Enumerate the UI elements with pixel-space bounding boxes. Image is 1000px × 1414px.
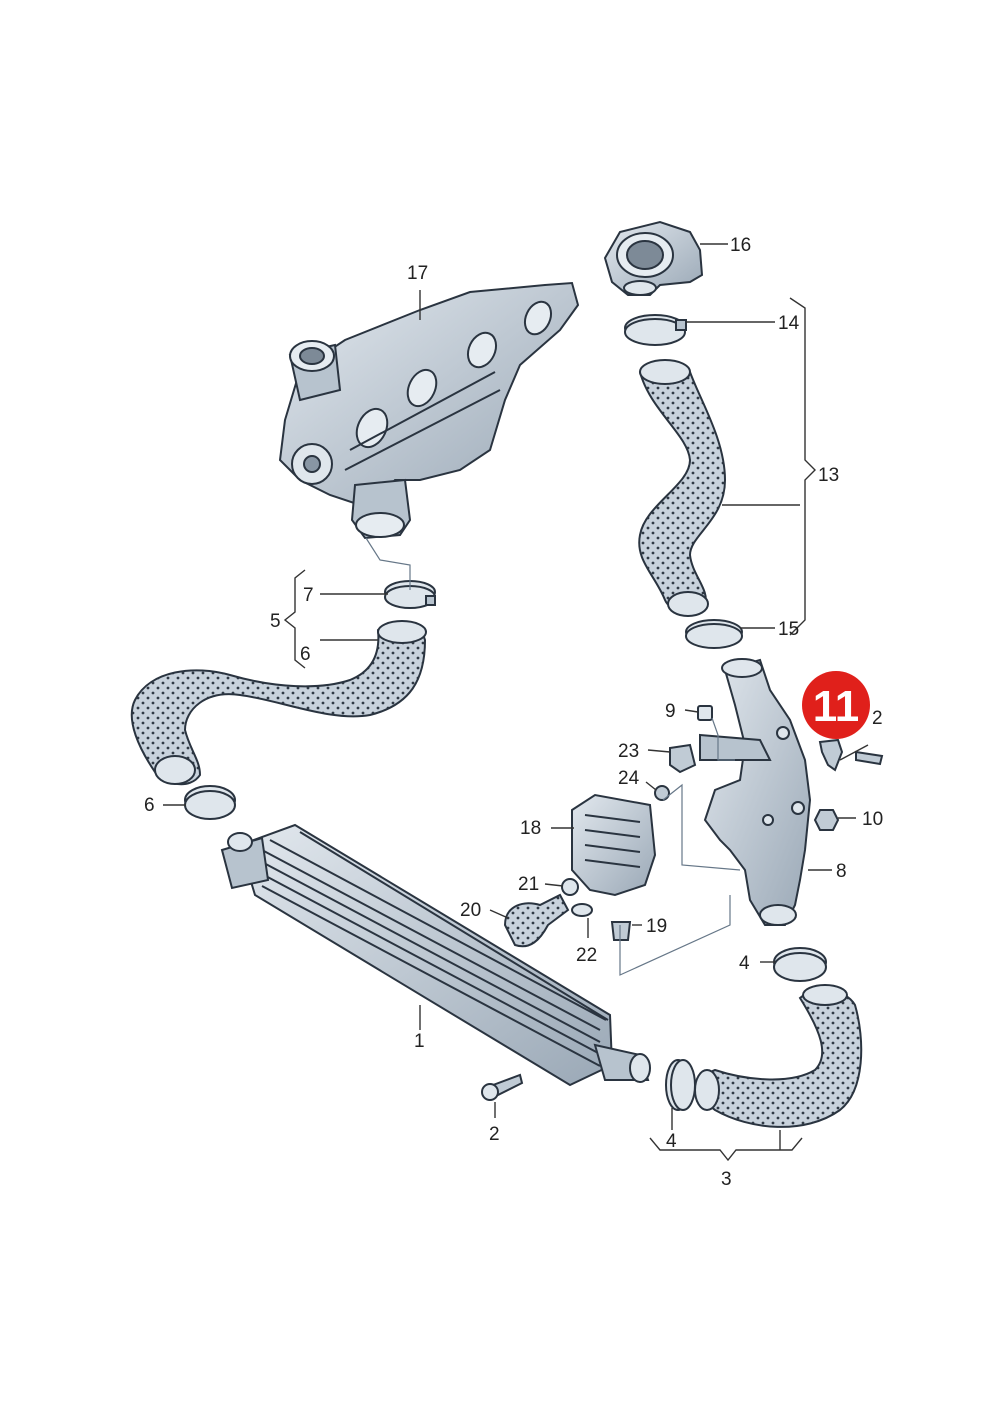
charge-hose-part-5: [130, 620, 427, 786]
throttle-body-part-16: [603, 220, 704, 296]
callout-4-lower: 4: [666, 1131, 677, 1152]
assembly-lines: [365, 537, 741, 976]
callout-16: 16: [730, 235, 751, 256]
callout-23: 23: [618, 741, 639, 762]
upper-charge-hose-part-13: [638, 359, 727, 617]
callout-18: 18: [520, 818, 541, 839]
highlight-badge-circle: [802, 671, 870, 739]
callout-7: 7: [303, 585, 314, 606]
screw-part-2-upper: [855, 750, 884, 766]
leader-lines: [163, 243, 869, 1162]
highlight-badge: 11: [802, 671, 870, 739]
hose-clamp-part-4-lower: [665, 1059, 696, 1111]
hose-part-20: [503, 893, 570, 948]
callout-10: 10: [862, 809, 883, 830]
callout-1: 1: [414, 1031, 425, 1052]
callout-17: 17: [407, 263, 428, 284]
callout-6-lower: 6: [144, 795, 155, 816]
hose-clamp-part-4-upper: [773, 947, 827, 982]
callout-5: 5: [270, 611, 281, 632]
callout-labels: 17 16 14 13 15 7 5 6 6 9 2 23 24 10 18 8…: [144, 235, 883, 1190]
hose-clamp-part-6: [184, 785, 236, 820]
clamp-part-22: [571, 903, 593, 917]
callout-19: 19: [646, 916, 667, 937]
bolt-part-9: [697, 705, 713, 721]
callout-8: 8: [836, 861, 847, 882]
callout-6-upper: 6: [300, 644, 311, 665]
bracket-part-23: [669, 743, 697, 774]
callout-2-upper: 2: [872, 708, 883, 729]
highlight-badge-number: 11: [813, 682, 860, 731]
nut-part-10: [813, 809, 840, 831]
callout-21: 21: [518, 874, 539, 895]
intake-manifold-part-17: [278, 281, 580, 540]
callout-2-lower: 2: [489, 1124, 500, 1145]
sensor-bracket-part-11: [818, 738, 844, 772]
resonator-part-18: [571, 793, 657, 897]
hose-clamp-part-15: [685, 619, 743, 649]
hose-clamp-part-7: [384, 580, 436, 609]
charge-pipe-part-8: [699, 658, 812, 926]
callout-3: 3: [721, 1169, 732, 1190]
hose-clamp-part-14: [624, 314, 687, 346]
callout-15: 15: [778, 619, 799, 640]
callout-4-upper: 4: [739, 953, 750, 974]
callout-24: 24: [618, 768, 640, 789]
plug-part-19: [610, 921, 632, 941]
callout-13: 13: [818, 465, 839, 486]
clamp-part-21: [561, 878, 579, 896]
callout-14: 14: [778, 313, 800, 334]
callout-20: 20: [460, 900, 481, 921]
intercooler-part-1: [220, 823, 651, 1087]
callout-9: 9: [665, 701, 676, 722]
callout-22: 22: [576, 945, 597, 966]
screw-part-2-lower: [481, 1073, 524, 1101]
charge-hose-part-3: [694, 984, 863, 1128]
nut-part-24: [654, 785, 670, 801]
